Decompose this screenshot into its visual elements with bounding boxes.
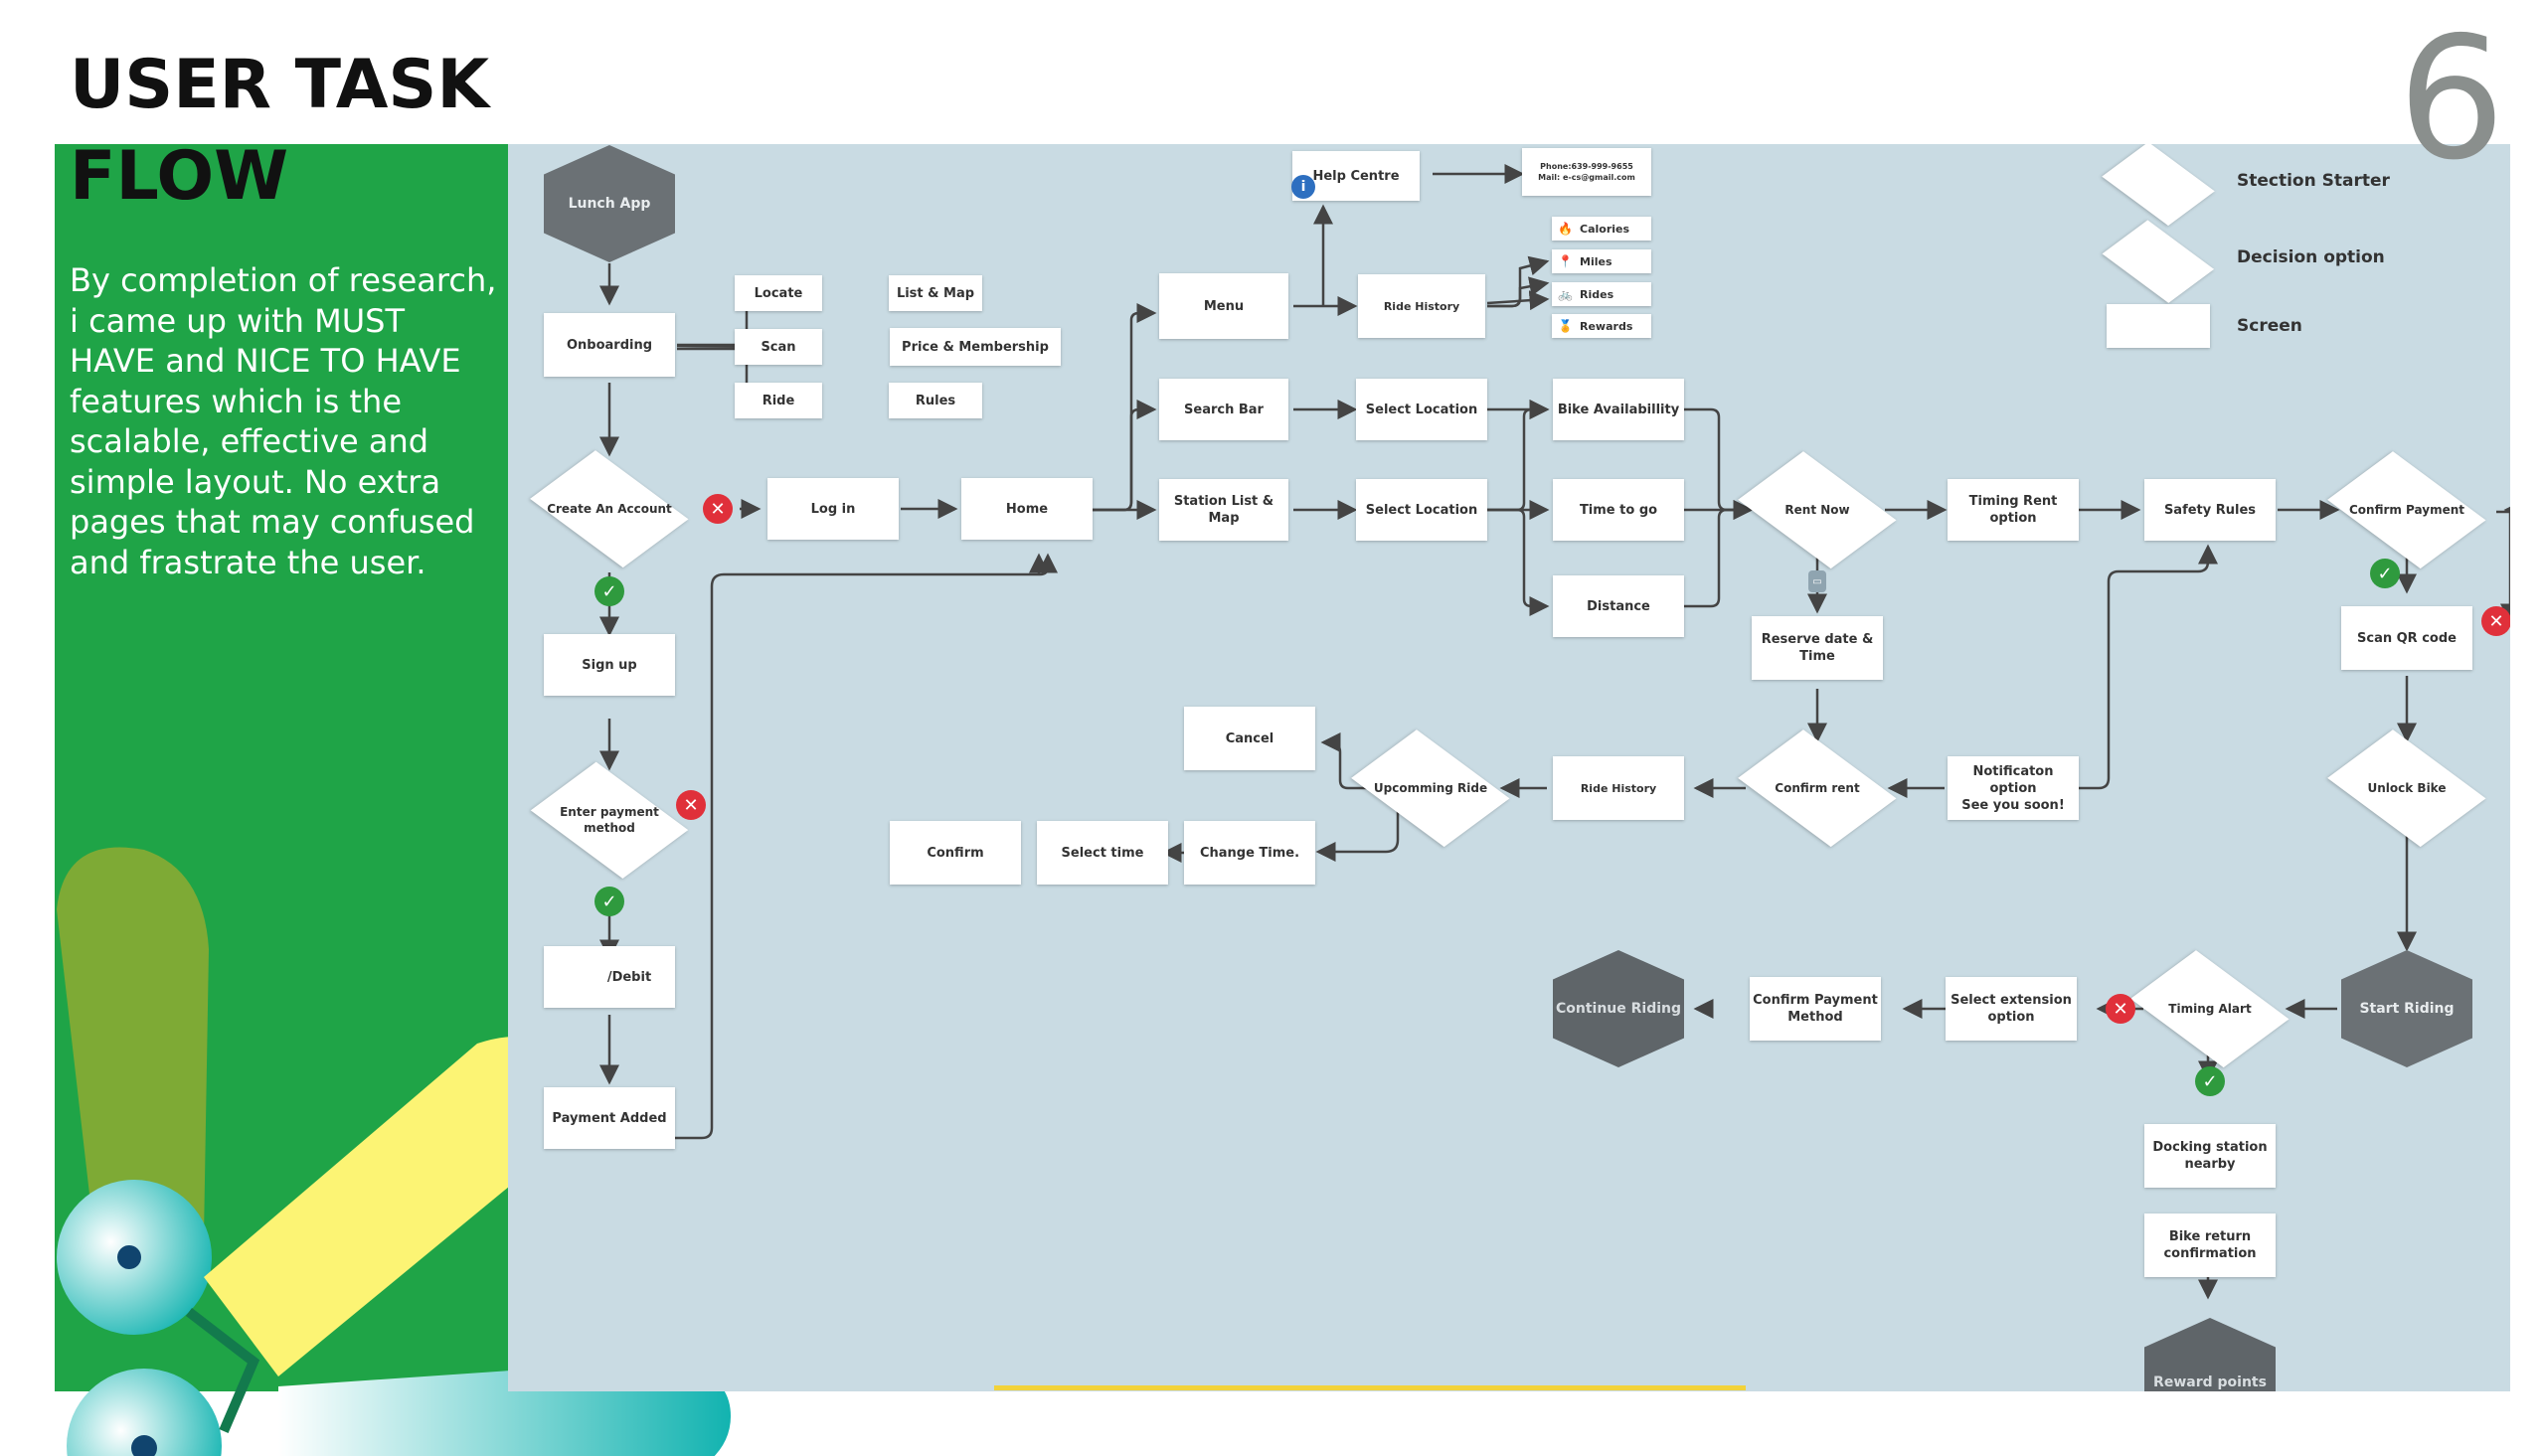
contact-node: Phone:639-999-9655 Mail: e-cs@gmail.com: [1522, 148, 1651, 196]
timing-alert-decision: Timing Alart: [2140, 960, 2280, 1057]
location-pin-icon: 📍: [1558, 254, 1573, 268]
timing-rent-node: Timing Rent option: [1948, 479, 2079, 541]
x-circle-icon: ✕: [2481, 606, 2510, 636]
confirm-node: Confirm: [890, 821, 1021, 885]
flame-icon: 🔥: [1558, 222, 1573, 236]
rides-node: 🚲Rides: [1552, 282, 1651, 306]
legend-screen-shape: [2107, 304, 2210, 348]
help-centre-node: Help Centre: [1292, 151, 1420, 201]
legend-decision-option: Decision option: [2237, 247, 2385, 267]
create-account-decision: Create An Account: [540, 460, 679, 558]
check-circle-icon: ✓: [594, 576, 624, 606]
intro-panel: [55, 144, 731, 1456]
x-circle-icon: ✕: [676, 790, 706, 820]
scan-qr-node: Scan QR code: [2341, 606, 2472, 670]
home-node: Home: [961, 478, 1093, 540]
select-location-node-2: Select Location: [1356, 479, 1487, 541]
ride-history-node: Ride History: [1553, 756, 1684, 820]
confirm-rent-decision: Confirm rent: [1748, 739, 1887, 837]
legend-decision-shape: [2109, 228, 2208, 295]
unlock-bike-decision: Unlock Bike: [2337, 739, 2476, 837]
sign-up-node: Sign up: [544, 634, 675, 696]
rent-now-decision: Rent Now: [1748, 461, 1887, 559]
phone-notification-icon: ▭: [1808, 570, 1826, 592]
locate-node: Locate: [735, 275, 822, 311]
intro-description: By completion of research, i came up wit…: [70, 261, 497, 581]
legend-screen: Screen: [2237, 316, 2302, 336]
reserve-date-node: Reserve date & Time: [1752, 616, 1883, 680]
check-circle-icon: ✓: [2195, 1066, 2225, 1096]
accent-underline: [994, 1385, 1746, 1390]
olive-shape: [57, 847, 209, 1237]
ride-history-menu-node: Ride History: [1358, 274, 1485, 338]
price-membership-node: Price & Membership: [890, 328, 1061, 366]
bike-availability-node: Bike Availabillity: [1553, 379, 1684, 440]
bicycle-icon: 🚲: [1558, 287, 1573, 301]
distance-node: Distance: [1553, 575, 1684, 637]
x-circle-icon: ✕: [703, 494, 733, 524]
yellow-shape: [204, 1037, 574, 1376]
select-location-node-1: Select Location: [1356, 379, 1487, 440]
confirm-payment-method-node: Confirm Payment Method: [1750, 977, 1881, 1041]
bike-return-node: Bike return confirmation: [2144, 1213, 2276, 1277]
legend-section-starter: Stection Starter: [2237, 171, 2390, 191]
task-flow-diagram: Stection Starter Decision option Screen …: [508, 144, 2510, 1391]
onboarding-node: Onboarding: [544, 313, 675, 377]
ride-node: Ride: [735, 383, 822, 418]
bike-illustration: [57, 847, 731, 1456]
rules-node: Rules: [889, 383, 982, 418]
enter-payment-decision: Enter payment method: [541, 771, 678, 869]
time-to-go-node: Time to go: [1553, 479, 1684, 541]
page-title: USER TASK FLOW: [70, 46, 490, 216]
upcoming-ride-decision: Upcomming Ride: [1361, 739, 1500, 837]
confirm-payment-decision: Confirm Payment: [2337, 461, 2476, 559]
change-time-node: Change Time.: [1184, 821, 1315, 885]
scan-node: Scan: [735, 329, 822, 365]
check-circle-icon: ✓: [2370, 559, 2400, 588]
launch-app-node: Lunch App: [544, 145, 675, 262]
rewards-node: 🏅Rewards: [1552, 314, 1651, 338]
search-bar-node: Search Bar: [1159, 379, 1288, 440]
page-number: 6: [2397, 1, 2505, 198]
credit-debit-node: /Debit: [544, 946, 675, 1008]
select-extension-node: Select extension option: [1946, 977, 2077, 1041]
medal-icon: 🏅: [1558, 319, 1573, 333]
select-time-node: Select time: [1037, 821, 1168, 885]
calories-node: 🔥Calories: [1552, 217, 1651, 241]
info-icon: i: [1291, 175, 1315, 199]
station-list-map-node: Station List & Map: [1159, 479, 1288, 541]
log-in-node: Log in: [767, 478, 899, 540]
x-circle-icon: ✕: [2106, 994, 2135, 1024]
payment-added-node: Payment Added: [544, 1087, 675, 1149]
legend-section-starter-shape: [2109, 149, 2208, 219]
miles-node: 📍Miles: [1552, 249, 1651, 273]
check-circle-icon: ✓: [594, 887, 624, 916]
safety-rules-node: Safety Rules: [2144, 479, 2276, 541]
notification-node: Notificaton option See you soon!: [1948, 756, 2079, 820]
docking-station-node: Docking station nearby: [2144, 1124, 2276, 1188]
list-map-node: List & Map: [889, 275, 982, 311]
menu-node: Menu: [1159, 273, 1288, 339]
cancel-node: Cancel: [1184, 707, 1315, 770]
